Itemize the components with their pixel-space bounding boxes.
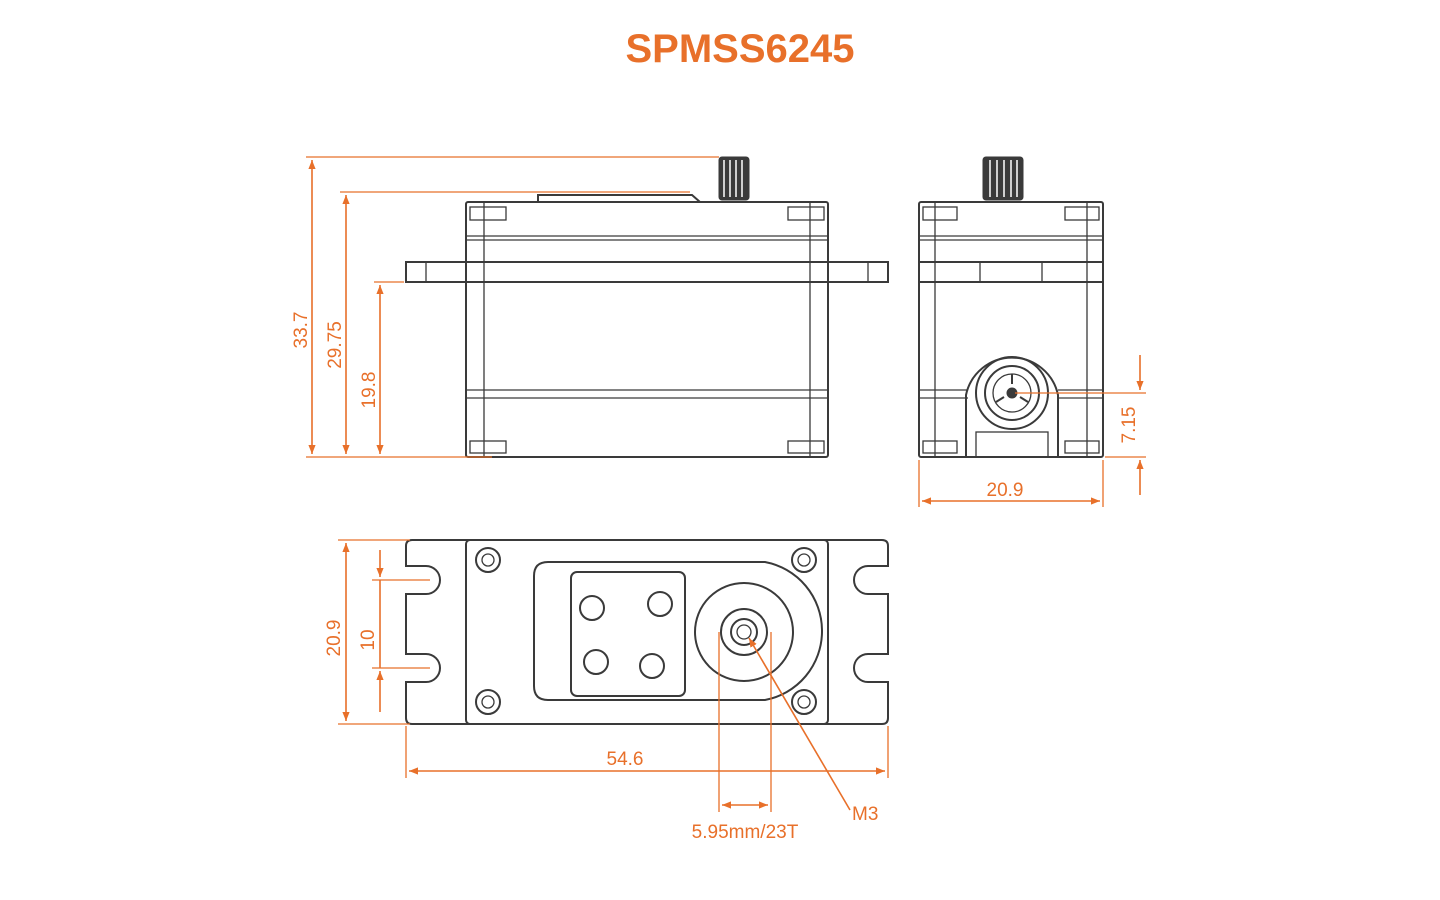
label-shaft-height: 7.15 (1119, 407, 1140, 444)
output-spline (694, 582, 794, 682)
output-gear (718, 156, 750, 201)
top-view (405, 539, 889, 725)
mounting-tabs (405, 261, 889, 283)
label-length: 54.6 (607, 749, 644, 770)
label-overall-height: 33.7 (291, 312, 312, 349)
label-case-height: 29.75 (325, 321, 346, 369)
label-spline: 5.95mm/23T (692, 822, 799, 843)
end-view (918, 156, 1104, 458)
end-view-gear (982, 156, 1024, 201)
side-view-dimensions: 33.7 29.75 19.8 (291, 156, 719, 458)
label-tab-height: 19.8 (359, 372, 380, 409)
label-hole-spacing: 10 (358, 629, 379, 650)
wire-exit (965, 356, 1059, 458)
product-title: SPMSS6245 (625, 27, 854, 71)
servo-case (465, 201, 829, 458)
end-view-dimensions: 7.15 20.9 (918, 355, 1146, 507)
label-screw: M3 (852, 804, 878, 825)
side-view (405, 156, 889, 458)
top-view-flange (405, 539, 889, 725)
label-top-width: 20.9 (324, 620, 345, 657)
top-view-dimensions: 20.9 10 54.6 5.95mm/23T M3 (324, 539, 889, 843)
label-end-width: 20.9 (987, 480, 1024, 501)
corner-screws (475, 547, 817, 715)
leader-m3 (748, 637, 851, 811)
label-plate (570, 571, 686, 697)
